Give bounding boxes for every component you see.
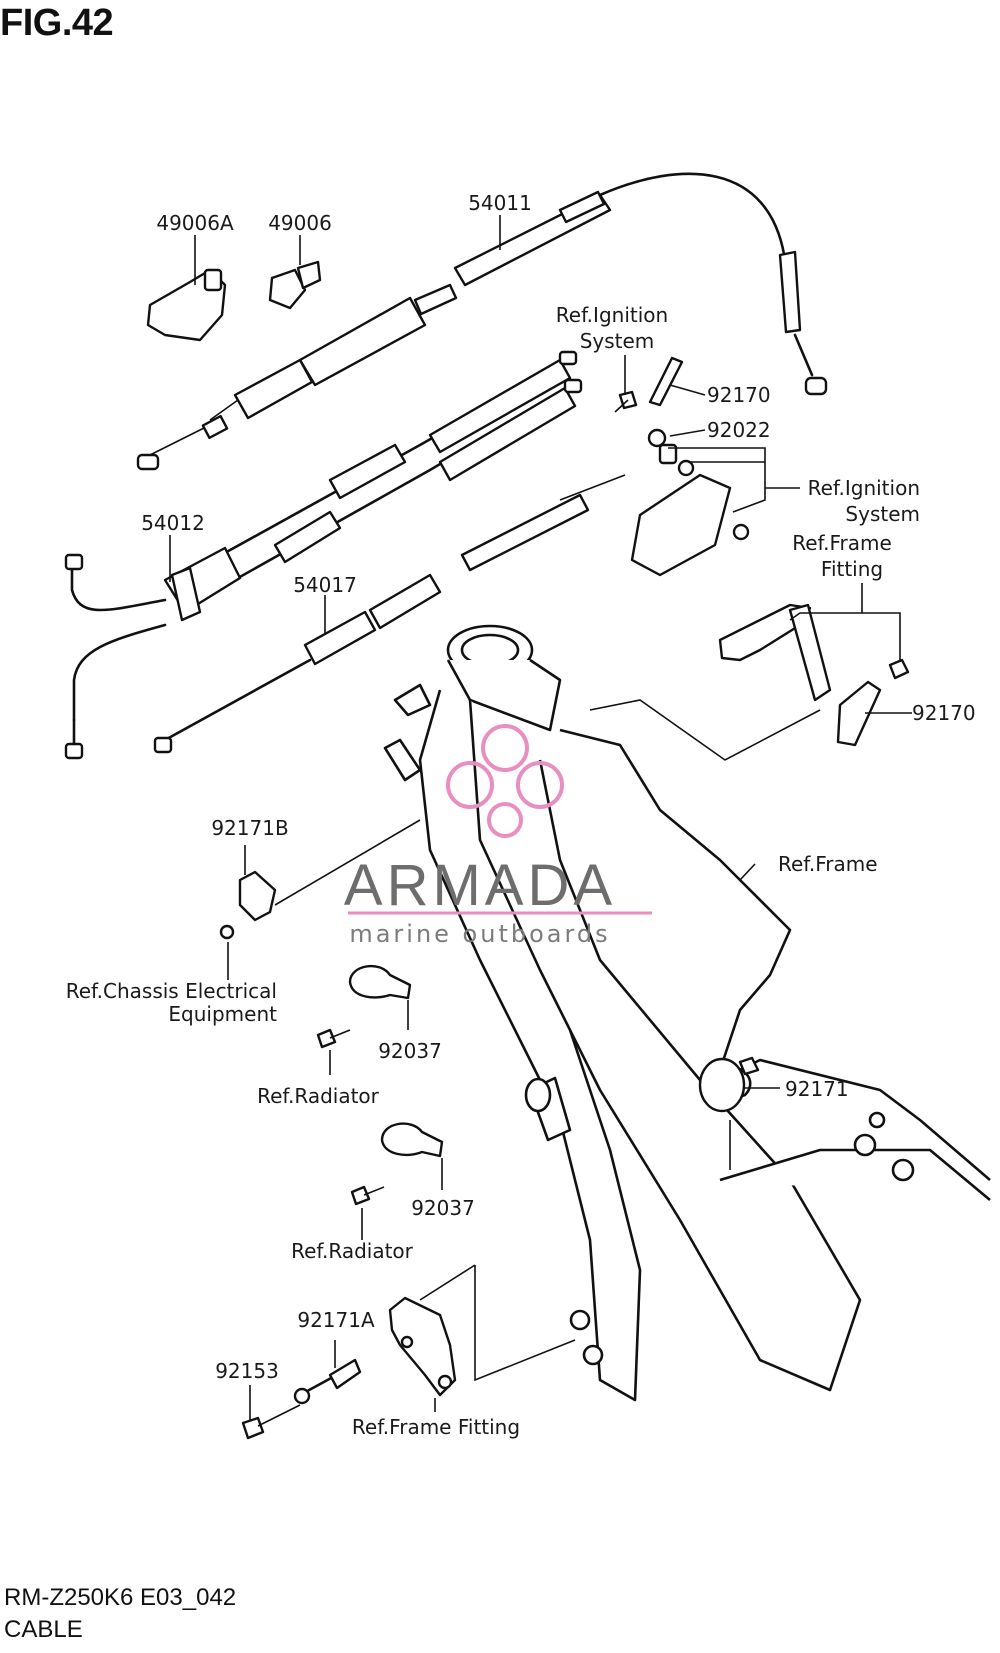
clamp-92037-lower: [350, 1122, 444, 1206]
callout-ref-frame-fitting-2: Ref.Frame Fitting: [352, 1415, 520, 1439]
callout-92170-top: 92170: [707, 383, 771, 407]
callout-92171b: 92171B: [211, 816, 288, 840]
clamp-92171: [698, 1056, 760, 1113]
clamp-92170-mid: [836, 680, 882, 747]
bolt-92153: [241, 1404, 301, 1440]
throttle-cable-54011: [136, 172, 828, 471]
callout-ref-ignition-1a: Ref.Ignition: [556, 303, 668, 327]
callout-ref-frame-fitting-1a: Ref.Frame: [792, 531, 892, 555]
figure-title: FIG.42: [0, 2, 114, 44]
callout-ref-radiator-upper: Ref.Radiator: [257, 1084, 380, 1108]
callout-labels: 49006A 49006 54011 Ref.Ignition System 9…: [66, 191, 976, 1439]
callout-49006a: 49006A: [156, 211, 234, 235]
callout-92037-lower: 92037: [411, 1196, 475, 1220]
callout-ref-chassis-b: Equipment: [168, 1002, 277, 1026]
cable-54017: [153, 474, 626, 754]
callout-92037-upper: 92037: [378, 1039, 442, 1063]
section-name: CABLE: [4, 1616, 83, 1643]
callout-92170-mid: 92170: [912, 701, 976, 725]
clamp-92170-top: [648, 356, 684, 407]
frame-fitting-bracket: [718, 603, 910, 747]
ignition-box: [630, 473, 732, 577]
callout-49006: 49006: [268, 211, 332, 235]
callout-92171: 92171: [785, 1077, 849, 1101]
callout-92153: 92153: [215, 1359, 279, 1383]
ignition-parts: [614, 356, 750, 577]
watermark-brand: ARMADA: [344, 853, 616, 918]
callout-54012: 54012: [141, 511, 205, 535]
callout-ref-ignition-2b: System: [845, 502, 920, 526]
watermark-tagline: marine outboards: [349, 920, 610, 948]
callout-ref-frame: Ref.Frame: [778, 852, 878, 876]
cable-assembly-54012: [64, 350, 583, 760]
callout-ref-ignition-1b: System: [580, 329, 655, 353]
callout-92171a: 92171A: [297, 1308, 375, 1332]
washer-92022: [647, 428, 667, 448]
cable-holder-49006a: [146, 268, 227, 342]
callout-ref-frame-fitting-1b: Fitting: [821, 557, 883, 581]
clamp-92037-upper: [316, 964, 412, 1049]
callout-ref-ignition-2a: Ref.Ignition: [808, 476, 920, 500]
callout-54011: 54011: [468, 191, 532, 215]
callout-ref-chassis-a: Ref.Chassis Electrical: [66, 979, 277, 1003]
motorcycle-frame: [383, 624, 991, 1402]
callout-92022: 92022: [707, 418, 771, 442]
model-code: RM-Z250K6 E03_042: [4, 1584, 237, 1611]
leader-lines: [169, 215, 912, 1420]
watermark: ARMADA marine outboards: [344, 724, 652, 948]
clamp-92171b: [219, 870, 277, 940]
adjuster-49006: [268, 260, 322, 310]
callout-ref-radiator-lower: Ref.Radiator: [291, 1239, 414, 1263]
frame-fitting-plate: [388, 1296, 457, 1397]
clamp-92171a: [293, 1358, 362, 1405]
watermark-logo: [446, 724, 564, 838]
callout-54017: 54017: [293, 573, 357, 597]
